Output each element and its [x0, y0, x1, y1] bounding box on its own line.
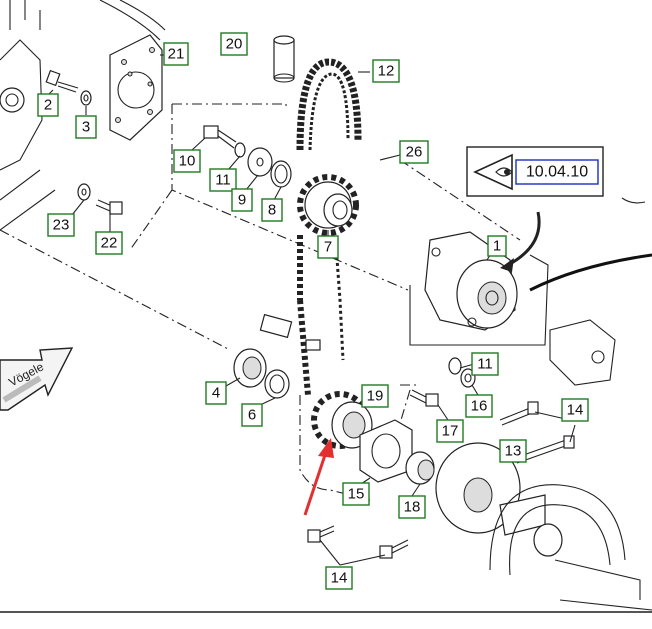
ball-bearing	[233, 348, 267, 388]
svg-text:7: 7	[324, 239, 332, 256]
callout-10: 10	[173, 149, 201, 173]
hub	[405, 451, 435, 485]
reference-label-frame	[515, 159, 599, 185]
callout-21: 21	[163, 42, 189, 66]
svg-text:20: 20	[226, 36, 243, 53]
svg-text:9: 9	[238, 192, 246, 209]
bolt	[307, 525, 335, 543]
assembly-boundary	[129, 103, 521, 291]
motor-mounting-frame	[409, 254, 549, 346]
callout-7: 7	[317, 235, 339, 259]
svg-text:26: 26	[406, 144, 423, 161]
eye-icon	[473, 153, 513, 191]
callout-15: 15	[342, 482, 370, 506]
chain-link-kit	[259, 313, 321, 351]
brand-arrow: Vögele	[0, 347, 74, 411]
callout-8: 8	[261, 198, 283, 222]
svg-text:14: 14	[331, 570, 348, 587]
svg-text:2: 2	[44, 97, 52, 114]
drive-shaft-line	[529, 253, 652, 292]
callout-26: 26	[399, 140, 429, 164]
bolt	[409, 389, 439, 407]
outline-detail	[621, 197, 646, 204]
svg-text:11: 11	[477, 356, 493, 373]
motor-port	[591, 350, 605, 364]
callout-11: 11	[471, 352, 499, 376]
reference-box[interactable]: 10.04.10	[466, 146, 604, 197]
callout-11: 11	[209, 168, 237, 192]
callout-20: 20	[220, 32, 248, 56]
svg-text:13: 13	[505, 443, 522, 460]
svg-text:4: 4	[212, 385, 220, 402]
callout-16: 16	[465, 394, 493, 418]
callout-23: 23	[47, 213, 75, 237]
bolt	[45, 69, 79, 93]
svg-text:10: 10	[179, 153, 196, 170]
pin-sleeve	[273, 35, 295, 83]
washer	[80, 90, 92, 106]
roller-chain	[296, 58, 362, 151]
motor-detail-fragment	[549, 319, 616, 386]
svg-text:3: 3	[82, 119, 90, 136]
callout-22: 22	[95, 231, 123, 255]
roller-chain	[297, 235, 345, 396]
svg-text:11: 11	[215, 172, 231, 189]
drive-disc	[435, 442, 521, 534]
cover-plate-outline	[99, 0, 166, 41]
reference-label[interactable]: 10.04.10	[526, 164, 588, 181]
sprocket	[297, 174, 359, 236]
svg-text:14: 14	[567, 402, 584, 419]
svg-text:16: 16	[471, 398, 488, 415]
callout-17: 17	[436, 419, 464, 443]
drive-coupling	[489, 484, 652, 611]
svg-text:15: 15	[348, 486, 365, 503]
callout-14: 14	[325, 566, 353, 590]
circlip	[270, 160, 292, 188]
callout-1: 1	[487, 235, 507, 257]
leader-line	[319, 539, 386, 566]
callout-2: 2	[37, 93, 59, 117]
callout-19: 19	[361, 384, 389, 408]
svg-text:23: 23	[53, 217, 70, 234]
callout-14: 14	[561, 398, 589, 422]
callout-12: 12	[372, 59, 400, 83]
svg-text:8: 8	[268, 202, 276, 219]
reference-arrowhead	[500, 258, 514, 272]
bolt	[499, 401, 539, 426]
svg-text:6: 6	[248, 407, 256, 424]
washer	[77, 183, 91, 201]
bolt	[95, 199, 123, 215]
svg-text:17: 17	[442, 423, 459, 440]
highlight-arrow	[303, 438, 334, 516]
assembly-boundary	[0, 229, 420, 501]
svg-text:21: 21	[168, 46, 185, 63]
bolt	[203, 125, 237, 149]
callout-18: 18	[398, 495, 426, 519]
reference-arrow	[507, 211, 541, 267]
shaft-seal	[264, 369, 290, 399]
svg-text:1: 1	[493, 238, 501, 255]
flange-plate	[109, 34, 163, 141]
washer	[234, 142, 246, 158]
svg-text:19: 19	[367, 388, 384, 405]
svg-text:18: 18	[404, 499, 421, 516]
callout-4: 4	[205, 381, 227, 405]
washer	[247, 147, 273, 177]
callout-6: 6	[241, 403, 263, 427]
svg-text:22: 22	[101, 235, 118, 252]
sprocket	[311, 391, 373, 449]
callout-9: 9	[231, 188, 253, 212]
washer	[448, 357, 462, 375]
callout-3: 3	[75, 115, 97, 139]
callout-13: 13	[499, 439, 527, 463]
svg-text:12: 12	[378, 63, 395, 80]
gearbox-housing-fragment	[0, 0, 56, 231]
